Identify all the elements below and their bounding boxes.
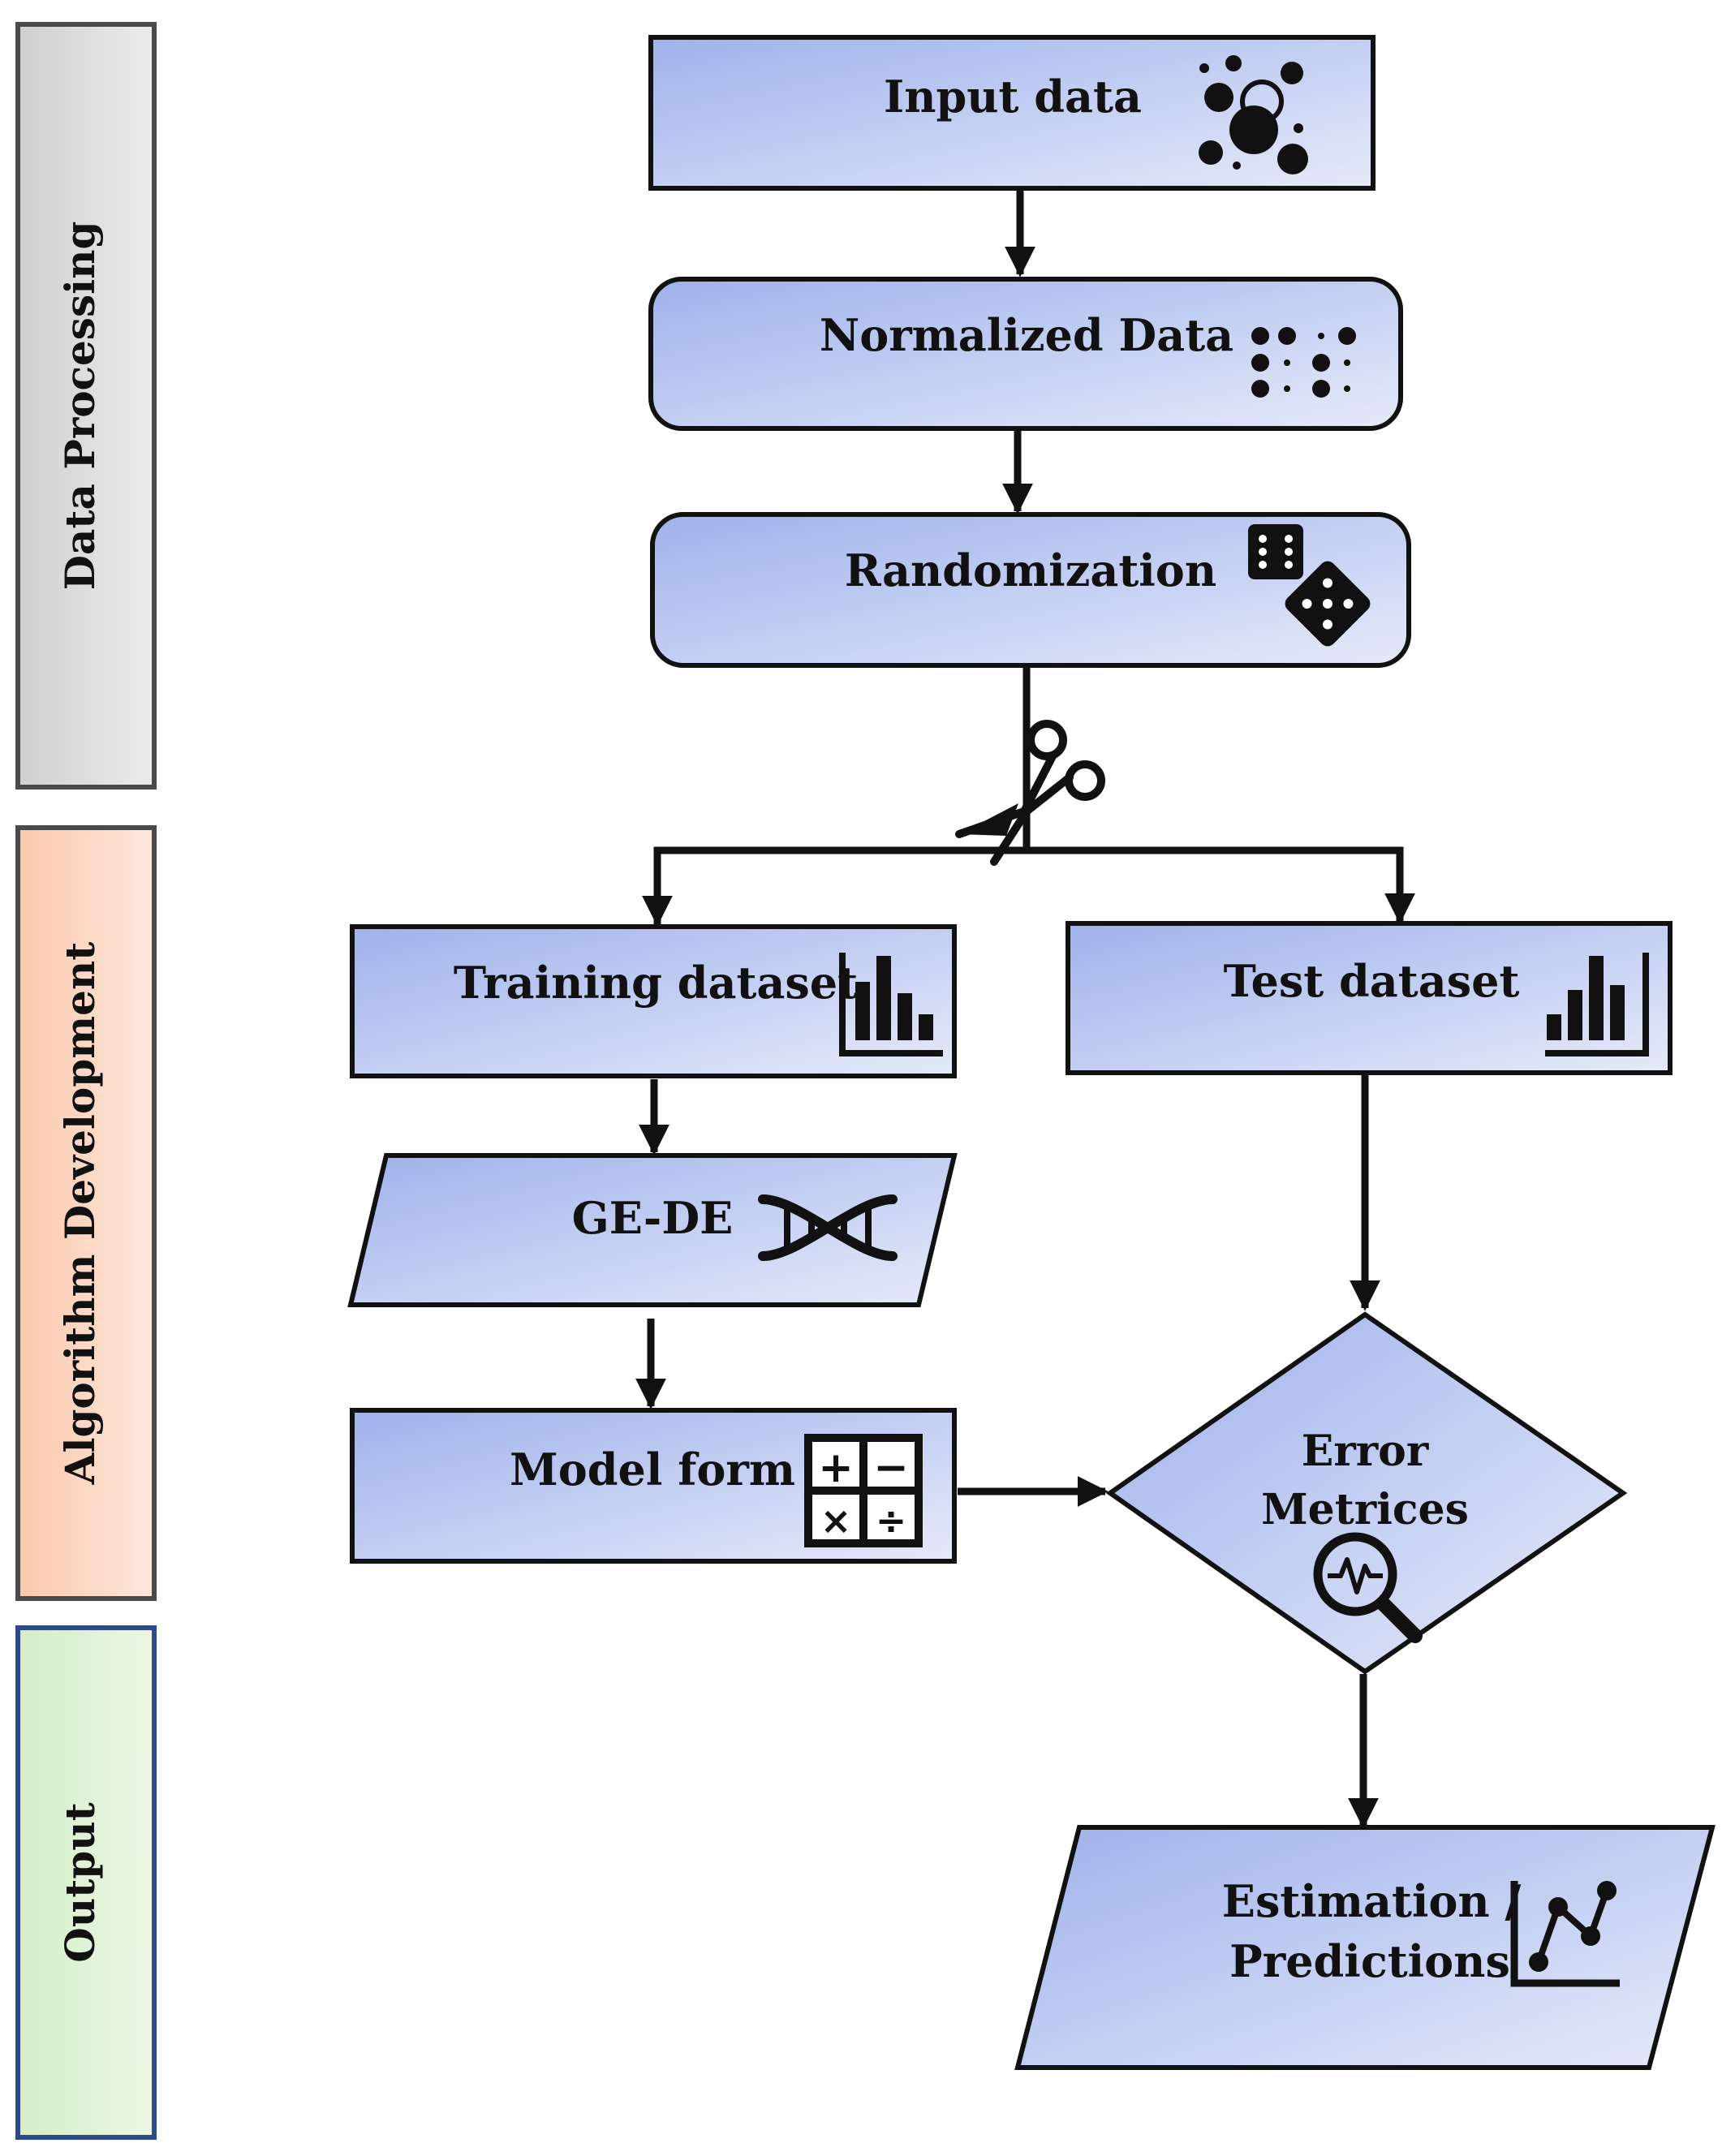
phase-output-label: Output [56,1802,104,1962]
node-ge-de: GE-DE [347,1153,958,1307]
connectors [635,188,1415,1829]
ge-de-label: GE-DE [572,1192,734,1244]
dice-icon [1248,524,1371,647]
bar-chart-icon [839,953,943,1056]
normalized-data-label: Normalized Data [820,309,1233,361]
node-model-form: Model form + − × ÷ [350,1408,957,1564]
training-dataset-label: Training dataset [454,957,858,1009]
error-metrices-line2: Metrices [1261,1485,1469,1534]
node-input-data: Input data [648,35,1376,191]
estimation-line1: Estimation / [1222,1875,1522,1927]
estimation-line2: Predictions [1229,1935,1510,1987]
phase-data-processing: Data Processing [15,22,157,790]
node-normalized-data: Normalized Data [648,277,1403,431]
error-metrices-line1: Error [1302,1427,1429,1476]
svg-text:×: × [820,1499,852,1543]
phase-algorithm-development: Algorithm Development [15,825,157,1601]
node-error-metrices: Error Metrices [1105,1311,1628,1675]
svg-text:−: − [873,1444,909,1492]
line-chart-icon [1510,1881,1620,1987]
model-form-label: Model form [510,1444,795,1495]
braille-dots-icon [1251,327,1356,398]
magnifier-pulse-icon [1313,1532,1423,1643]
phase-algorithm-development-label: Algorithm Development [56,942,104,1486]
svg-text:+: + [818,1444,854,1492]
node-randomization: Randomization [650,512,1411,668]
svg-text:÷: ÷ [876,1499,907,1543]
phase-data-processing-label: Data Processing [56,222,104,591]
scissors-icon [955,720,1105,866]
node-test-dataset: Test dataset [1066,921,1673,1075]
phase-output: Output [15,1625,157,2140]
dna-icon [758,1194,898,1261]
node-training-dataset: Training dataset [350,924,957,1078]
bubbles-icon [1199,55,1308,174]
input-data-label: Input data [884,71,1142,123]
bar-chart-icon [1545,953,1649,1056]
calculator-icon: + − × ÷ [804,1434,923,1547]
randomization-label: Randomization [845,544,1216,596]
node-estimation-predictions: Estimation / Predictions [1014,1825,1716,2070]
split-line-horizontal [653,846,1415,925]
test-dataset-label: Test dataset [1224,955,1520,1007]
